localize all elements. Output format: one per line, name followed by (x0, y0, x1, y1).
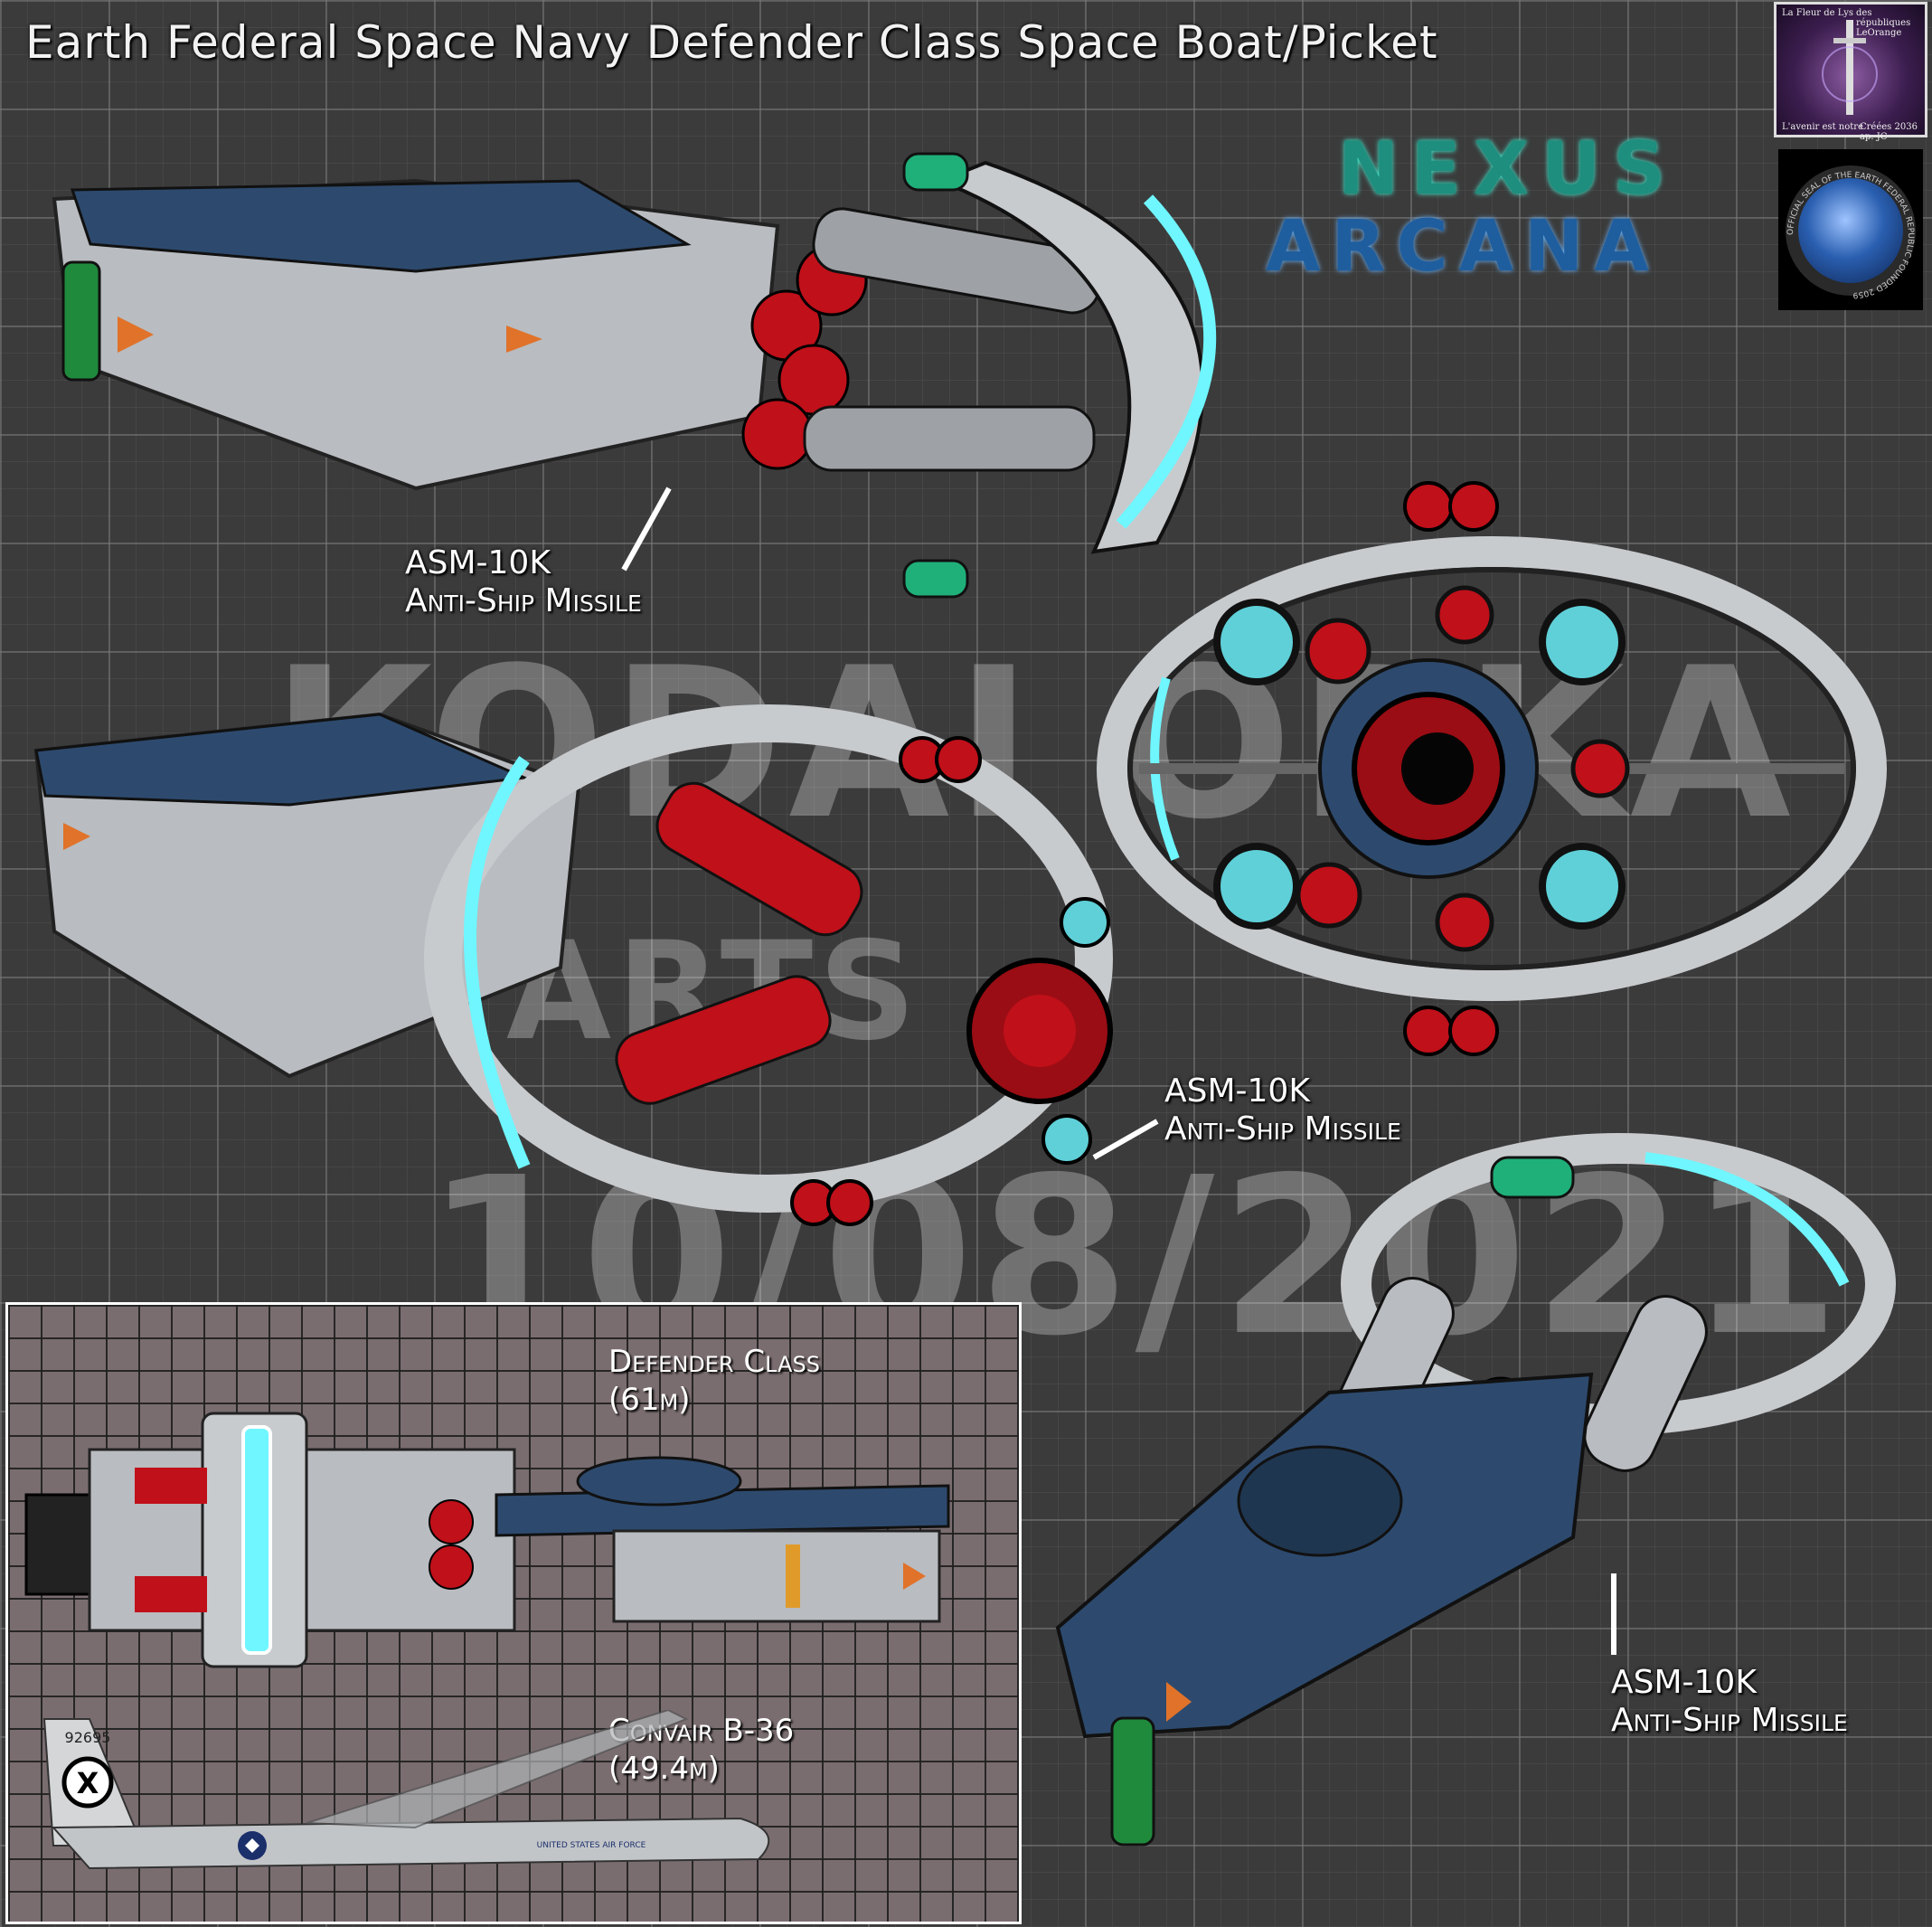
sword-icon (1822, 20, 1878, 115)
callout-missile-1: ASM-10K Anti-Ship Missile (405, 544, 642, 620)
convair-b36-length: (49.4m) (608, 1751, 720, 1787)
defender-side-view (24, 1412, 950, 1668)
callout-2-description: Anti-Ship Missile (1164, 1110, 1401, 1148)
logo-text-top-right: des républiques LeOrange (1856, 8, 1911, 38)
logo-text-bottom-right: Créées 2036 ap. JC (1860, 122, 1918, 142)
logo-text-top-left: La Fleur de Lys (1782, 8, 1853, 18)
ship-view-front-oblique (1055, 1133, 1896, 1847)
fuselage-text: UNITED STATES AIR FORCE (537, 1841, 646, 1850)
ship-view-aft-oblique (33, 704, 1159, 1226)
fleur-de-lys-logo: La Fleur de Lys des républiques LeOrange… (1774, 2, 1927, 142)
tail-emblem: X (77, 1766, 99, 1800)
callout-2-designation: ASM-10K (1164, 1072, 1310, 1110)
callout-missile-3: ASM-10K Anti-Ship Missile (1611, 1664, 1848, 1740)
nexus-logo-text: NEXUS (1338, 127, 1678, 211)
svg-text:OFFICIAL SEAL OF THE EARTH FED: OFFICIAL SEAL OF THE EARTH FEDERAL REPUB… (1786, 171, 1915, 299)
logo-text-bottom-left: L'avenir est notre (1782, 122, 1863, 132)
defender-class-label: Defender Class (61m) (608, 1343, 820, 1419)
tail-number: 92695 (65, 1729, 111, 1746)
engine-cluster (615, 781, 1113, 1165)
b36-side-view: 92695 X UNITED STATES AIR FORCE (42, 1710, 770, 1870)
seal-ring-text: OFFICIAL SEAL OF THE EARTH FEDERAL REPUB… (1786, 171, 1915, 299)
engine-cluster (1213, 585, 1630, 952)
arcana-logo-text: ARCANA (1266, 206, 1660, 288)
ship-view-top (52, 152, 1217, 599)
defender-class-length: (61m) (608, 1382, 691, 1418)
earth-seal-logo: OFFICIAL SEAL OF THE EARTH FEDERAL REPUB… (1778, 149, 1923, 310)
page-title: Earth Federal Space Navy Defender Class … (25, 16, 1438, 69)
callout-3-description: Anti-Ship Missile (1611, 1702, 1848, 1739)
ship-view-rear (1097, 481, 1887, 1056)
size-comparison-panel: Defender Class (61m) Convair B-36 (49.4m… (5, 1302, 1022, 1924)
engine-cluster (741, 244, 868, 470)
callout-1-description: Anti-Ship Missile (405, 582, 642, 619)
convair-b36-label: Convair B-36 (49.4m) (608, 1712, 794, 1788)
callout-missile-2: ASM-10K Anti-Ship Missile (1164, 1072, 1401, 1148)
defender-class-name: Defender Class (608, 1344, 820, 1380)
callout-3-designation: ASM-10K (1611, 1664, 1757, 1701)
callout-1-designation: ASM-10K (405, 544, 551, 581)
